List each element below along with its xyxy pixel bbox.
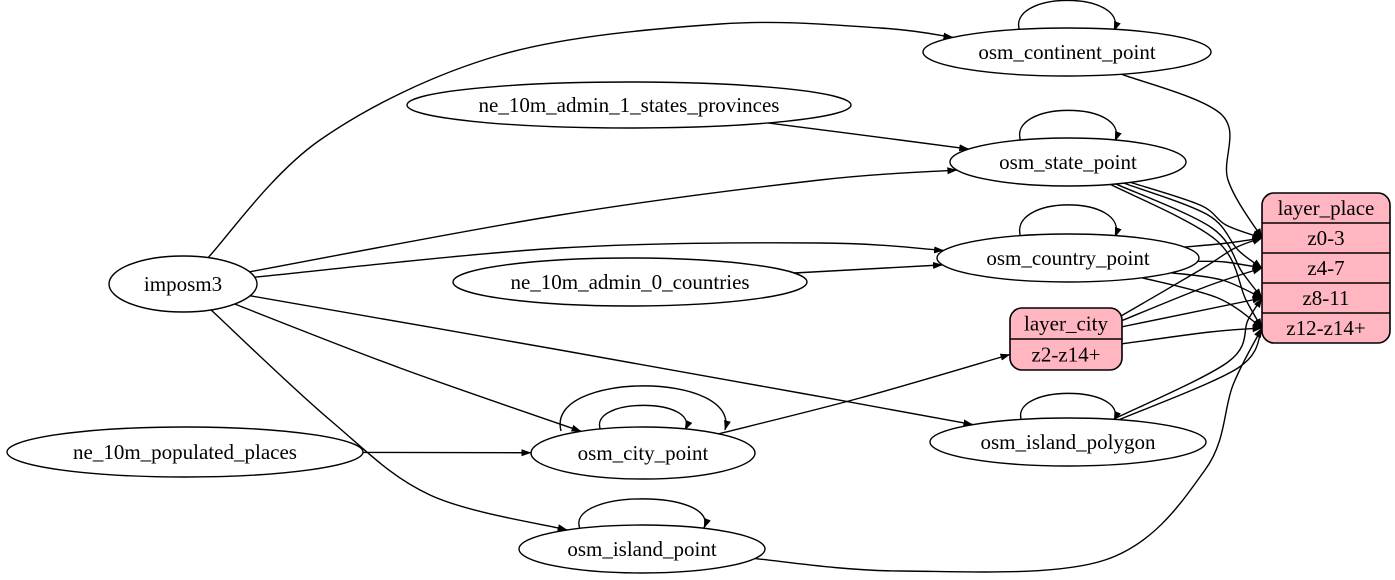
node-label: osm_state_point xyxy=(999,150,1137,174)
node-label: osm_island_point xyxy=(567,537,717,561)
node-shape xyxy=(452,257,808,307)
node-osm_island_point: osm_island_point xyxy=(518,524,766,574)
edge-imposm3-osm_state_point xyxy=(249,167,958,273)
edge-ne_10m_admin_1_states_provinces-osm_state_point xyxy=(767,122,970,152)
node-ne_10m_admin_0_countries: ne_10m_admin_0_countries xyxy=(452,257,808,307)
node-shape xyxy=(518,524,766,574)
node-label: ne_10m_populated_places xyxy=(73,440,297,464)
record-row-z8_11: z8-11 xyxy=(1302,286,1349,310)
node-label: osm_city_point xyxy=(578,441,709,465)
edge-osm_island_point-layer_place_z12_14 xyxy=(754,327,1263,573)
node-ne_10m_admin_1_states_provinces: ne_10m_admin_1_states_provinces xyxy=(406,81,852,129)
edge-osm_state_point-layer_place_z4_7 xyxy=(1123,182,1263,269)
node-ne_10m_populated_places: ne_10m_populated_places xyxy=(6,426,364,478)
edge-osm_island_point-osm_island_point-loop xyxy=(578,498,711,530)
edge-imposm3-osm_island_polygon xyxy=(250,295,974,427)
node-label: osm_country_point xyxy=(986,246,1149,270)
edge-ne_10m_admin_0_countries-osm_country_point xyxy=(794,261,943,274)
node-shape xyxy=(949,137,1187,187)
edge-osm_state_point-osm_state_point-loop xyxy=(1018,109,1122,143)
edge-osm_city_point-osm_city_point-loop xyxy=(598,404,693,432)
record-row-z0_3: z0-3 xyxy=(1307,226,1344,250)
node-shape xyxy=(406,81,852,129)
edge-osm_country_point-layer_place_z12_14 xyxy=(1141,277,1263,329)
edge-osm_continent_point-osm_continent_point-loop xyxy=(1017,0,1121,33)
edge-osm_state_point-layer_place_z8_11 xyxy=(1115,183,1263,299)
record-row-z4_7: z4-7 xyxy=(1307,256,1344,280)
edge-osm_island_polygon-layer_place_z8_11 xyxy=(1113,297,1263,420)
edge-imposm3-osm_country_point xyxy=(254,242,945,278)
node-shape xyxy=(108,255,258,313)
edge-layer_city_z2_14-layer_place_z4_7 xyxy=(1120,267,1263,322)
node-layer_place: layer_place z0-3 z4-7 z8-11 z12-z14+ xyxy=(1261,192,1391,344)
node-shape xyxy=(929,417,1207,467)
node-imposm3: imposm3 xyxy=(108,255,258,313)
edge-layer_city_z2_14-layer_place_z8_11 xyxy=(1120,296,1263,328)
record-row-title: layer_city xyxy=(1024,312,1108,336)
node-label: ne_10m_admin_0_countries xyxy=(510,270,749,294)
edge-osm_city_point-layer_city_z2_14 xyxy=(718,353,1011,435)
node-shape xyxy=(922,27,1212,77)
node-osm_city_point: osm_city_point xyxy=(530,426,756,480)
edge-imposm3-osm_island_point xyxy=(210,309,568,531)
record-row-z12_14: z12-z14+ xyxy=(1286,316,1365,340)
node-label: ne_10m_admin_1_states_provinces xyxy=(479,93,780,117)
node-shape xyxy=(530,426,756,480)
edge-layer_city_z2_14-layer_place_z0_3 xyxy=(1120,237,1263,317)
record-shape xyxy=(1261,192,1391,344)
edge-imposm3-osm_city_point xyxy=(234,303,582,432)
node-osm_continent_point: osm_continent_point xyxy=(922,27,1212,77)
edge-osm_island_polygon-layer_place_z12_14 xyxy=(1118,327,1263,421)
node-shape xyxy=(6,426,364,478)
node-label: osm_continent_point xyxy=(978,40,1155,64)
edge-imposm3-osm_continent_point xyxy=(207,21,954,259)
node-label: imposm3 xyxy=(144,272,222,296)
edge-layer_city_z2_14-layer_place_z12_14 xyxy=(1120,325,1263,345)
edge-osm_city_point-osm_city_point-loop xyxy=(559,385,731,432)
record-row-z2_14: z2-z14+ xyxy=(1032,343,1101,367)
edge-osm_continent_point-layer_place_z0_3 xyxy=(1121,73,1263,239)
edge-osm_state_point-layer_place_z0_3 xyxy=(1130,181,1263,239)
edge-osm_country_point-layer_place_z0_3 xyxy=(1184,235,1263,248)
edge-osm_island_polygon-osm_island_polygon-loop xyxy=(1019,392,1121,423)
edge-osm_country_point-osm_country_point-loop xyxy=(1018,204,1122,239)
node-layer_city: layer_city z2-z14+ xyxy=(1009,307,1123,371)
edge-osm_state_point-layer_place_z12_14 xyxy=(1110,183,1263,329)
node-osm_island_polygon: osm_island_polygon xyxy=(929,417,1207,467)
node-osm_country_point: osm_country_point xyxy=(936,233,1200,283)
node-osm_state_point: osm_state_point xyxy=(949,137,1187,187)
node-shape xyxy=(936,233,1200,283)
record-row-title: layer_place xyxy=(1278,196,1375,220)
node-label: osm_island_polygon xyxy=(980,430,1156,454)
